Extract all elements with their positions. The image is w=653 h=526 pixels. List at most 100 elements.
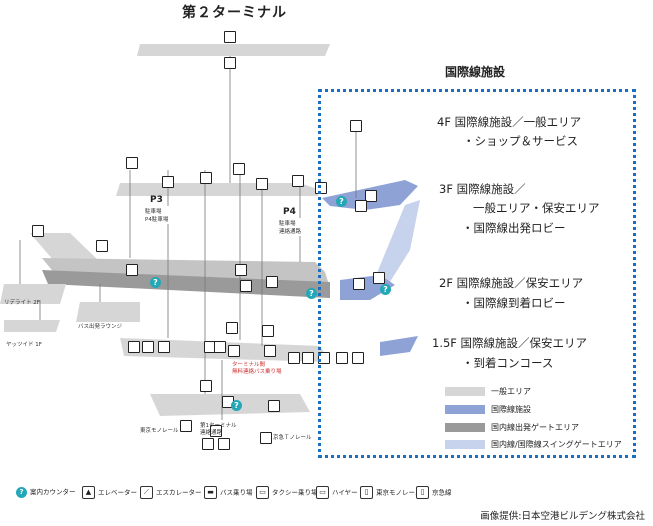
keikyu-icon [260,432,272,444]
escalator-icon [365,190,377,202]
floor-4f-general [116,183,320,196]
bus-icon [158,341,170,353]
legend-taxi: ▭タクシー乗り場 [256,486,318,499]
floor-15f-detail: ・到着コンコース [462,356,554,370]
escalator-icon [262,325,274,337]
p4-sub2-label: 連絡通路 [279,229,302,235]
taxi-icon: ▭ [256,486,269,499]
keikyu-icon [210,425,222,437]
elevator-icon [292,175,304,187]
taxi-icon [352,352,364,364]
elevator-icon [226,322,238,334]
monorail-icon [180,420,192,432]
elevator-icon [224,31,236,43]
bus-center-label: バス出発ラウンジ [78,324,123,330]
legend-keikyu: ▯京急線 [416,486,452,499]
escalator-icon [162,176,174,188]
bus-icon [336,352,348,364]
floor-3f-title: 3F 国際線施設／ [439,182,526,196]
info-icon: ? [306,288,317,299]
top-floor-strip [137,44,330,56]
elevator-icon [32,225,44,237]
legend-general: 一般エリア [445,386,531,397]
legend-swatch [445,387,485,396]
escalator-icon [126,157,138,169]
legend-escalator: ⟋エスカレーター [140,486,202,499]
hire-car-icon: ▭ [316,486,329,499]
legend-swing: 国内線/国際線スイングゲートエリア [445,439,622,450]
escalator-icon [266,276,278,288]
monorail-icon: ▯ [360,486,373,499]
bus-icon [128,341,140,353]
elevator-icon [350,120,362,132]
legend-swatch [445,405,485,414]
escalator-icon [355,200,367,212]
escalator-icon [240,280,252,292]
floor-3f-domestic [42,270,330,298]
info-icon: ? [150,277,161,288]
escalator-icon [233,163,245,175]
escalator-icon [126,264,138,276]
legend-domestic: 国内線出発ゲートエリア [445,422,579,433]
p3-block [146,206,170,224]
free-bus-label: ターミナル間 無料連絡バス乗り場 [232,362,282,375]
elevator-icon [373,272,385,284]
legend-hire: ▭ハイヤー [316,486,358,499]
floor-4f-title: 4F 国際線施設／一般エリア [437,115,582,129]
intl-facility-box [318,89,636,458]
legend-bus: ▬バス乗り場 [204,486,253,499]
keikyu-icon: ▯ [416,486,429,499]
hire-car-icon [302,352,314,364]
lifeline-label: リデライト 2F [4,300,40,306]
elevator-icon [96,240,108,252]
floor-2f-title: 2F 国際線施設／保安エリア [439,276,584,290]
monorail-label: 東京モノレール [140,428,179,434]
image-credit: 画像提供:日本空港ビルデング株式会社 [480,511,645,522]
page-title: 第２ターミナル [182,5,287,21]
bus-icon [228,345,240,357]
legend-intl: 国際線施設 [445,404,531,415]
bus-icon [264,345,276,357]
elevator-icon [256,178,268,190]
info-icon: ? [231,400,242,411]
floor-4f-detail: ・ショップ＆サービス [463,134,578,148]
yayoi-label: ヤッツイド 1F [6,342,42,348]
taxi-icon [142,341,154,353]
info-icon: ? [380,284,391,295]
p3-sub2-label: P4駐車場 [145,217,169,223]
p4-label: P4 [283,207,296,217]
elevator-icon [200,172,212,184]
intl-facility-heading: 国際線施設 [445,65,506,79]
bus-icon [214,341,226,353]
escalator-icon [268,400,280,412]
terminal-connect-label: 第1ターミナル 連絡通路 [200,423,237,436]
p4-block [278,218,302,236]
escalator-icon: ⟋ [140,486,153,499]
info-icon: ? [16,486,27,498]
bus-icon: ▬ [204,486,217,499]
bus-area [76,302,140,322]
floor-15f-title: 1.5F 国際線施設／保安エリア [432,336,588,350]
escalator-icon [235,264,247,276]
keikyu-label: 京急Ｔノレール [273,435,312,441]
swing-gate-area [372,200,420,285]
legend-swatch [445,423,485,432]
escalator-icon [353,278,365,290]
legend-elevator: ▲エレベーター [82,486,137,499]
legend-monorail: ▯東京モノレール [360,486,422,499]
elevator-icon: ▲ [82,486,95,499]
legend-swatch [445,440,485,449]
floor-15f-intl [380,336,418,356]
legend-info: ?案内カウンター [16,486,76,498]
escalator-icon [202,438,214,450]
p3-sub-label: 駐車場 [145,209,162,215]
info-icon: ? [336,196,347,207]
left-block-upper [0,284,66,304]
left-block-lower [4,320,60,332]
escalator-icon [218,438,230,450]
taxi-icon [288,352,300,364]
floor-2f-detail: ・国際線到着ロビー [462,296,566,310]
p4-sub-label: 駐車場 [279,221,296,227]
elevator-icon [200,380,212,392]
floor-3f-area: 一般エリア・保安エリア [473,201,600,215]
